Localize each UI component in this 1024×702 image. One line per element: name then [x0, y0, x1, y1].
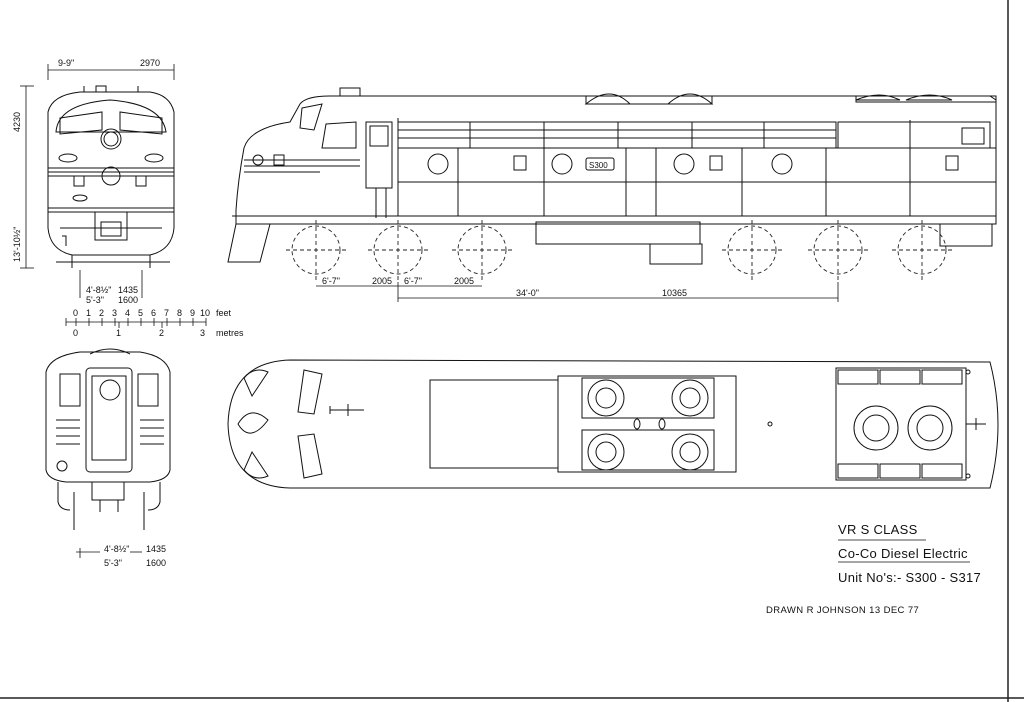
front-broad-gauge-imperial: 5'-3" [86, 295, 104, 305]
front-broad-gauge-metric: 1600 [118, 295, 138, 305]
scale-foot-tick: 7 [164, 308, 169, 318]
front-width-metric: 2970 [140, 58, 160, 68]
scale-feet-ticks: 0 1 2 3 4 5 6 7 8 9 10 [73, 308, 210, 318]
title-unit-numbers: Unit No's:- S300 - S317 [838, 570, 982, 585]
scale-foot-tick: 3 [112, 308, 117, 318]
title-type: Co-Co Diesel Electric [838, 546, 968, 561]
side-bogie-dim-3: 6'-7" [404, 276, 422, 286]
front-view [47, 85, 175, 268]
scale-foot-tick: 6 [151, 308, 156, 318]
title-block: VR S CLASS Co-Co Diesel Electric Unit No… [838, 522, 1008, 594]
side-wheels [286, 220, 952, 282]
rear-broad-gauge-imperial: 5'-3" [104, 558, 122, 568]
front-height-imperial: 13'-10½" [12, 227, 22, 262]
scale-foot-tick: 4 [125, 308, 130, 318]
side-bogie-dim-4: 2005 [454, 276, 474, 286]
front-width-imperial: 9-9" [58, 58, 74, 68]
scale-metre-tick: 3 [200, 328, 205, 338]
front-gauge-metric: 1435 [118, 285, 138, 295]
scale-metre-ticks: 0 1 2 3 [73, 328, 205, 338]
front-view-dimensions [20, 64, 175, 298]
title-class: VR S CLASS [838, 522, 918, 537]
scale-metre-tick: 0 [73, 328, 78, 338]
front-gauge-imperial: 4'-8½" [86, 285, 111, 295]
scale-metre-tick: 2 [159, 328, 164, 338]
scale-foot-tick: 2 [99, 308, 104, 318]
side-number-plate: S300 [589, 161, 608, 170]
rear-view [45, 348, 171, 530]
rear-gauge-imperial: 4'-8½" [104, 544, 129, 554]
scale-metres-label: metres [216, 328, 244, 338]
scale-foot-tick: 1 [86, 308, 91, 318]
side-bogie-dim-1: 6'-7" [322, 276, 340, 286]
side-centres-metric: 10365 [662, 288, 687, 298]
plan-view [227, 359, 999, 489]
scale-foot-tick: 0 [73, 308, 78, 318]
side-bogie-dim-2: 2005 [372, 276, 392, 286]
scale-foot-tick: 8 [177, 308, 182, 318]
side-dimension-lines [316, 282, 839, 302]
scale-foot-tick: 10 [200, 308, 210, 318]
rear-gauge-metric: 1435 [146, 544, 166, 554]
front-height-metric: 4230 [12, 112, 22, 132]
side-centres-imperial: 34'-0" [516, 288, 539, 298]
rear-view-dimensions [76, 548, 142, 558]
scale-bar [65, 318, 207, 328]
title-underlines [838, 539, 970, 563]
drawn-by-credit: DRAWN R JOHNSON 13 DEC 77 [766, 605, 920, 616]
scale-foot-tick: 9 [190, 308, 195, 318]
rear-broad-gauge-metric: 1600 [146, 558, 166, 568]
scale-metre-tick: 1 [116, 328, 121, 338]
scale-foot-tick: 5 [138, 308, 143, 318]
side-view [227, 87, 997, 265]
scale-feet-label: feet [216, 308, 232, 318]
